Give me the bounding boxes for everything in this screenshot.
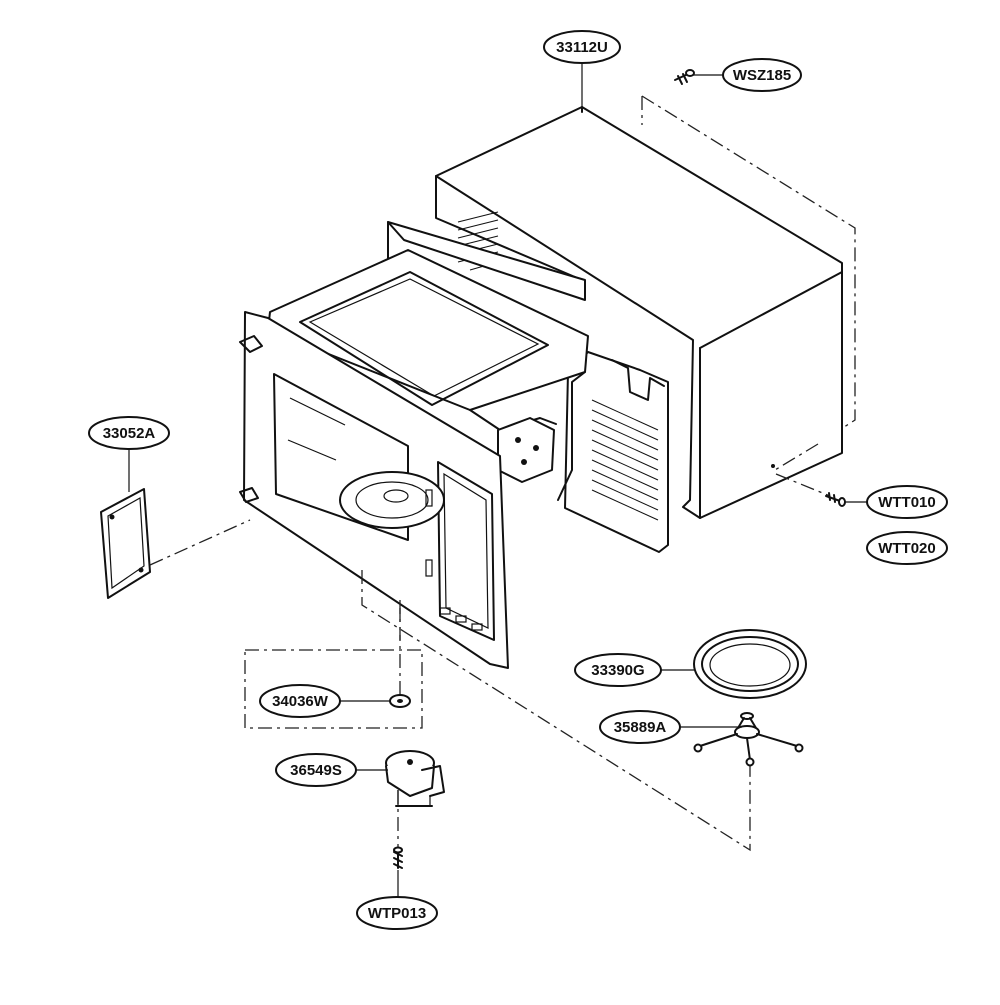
label-text-roller: 35889A — [614, 719, 667, 736]
label-screw-side-a: WTT010 — [866, 485, 948, 519]
label-text-screw-top: WSZ185 — [733, 67, 791, 84]
label-text-screw-side-b: WTT020 — [878, 540, 936, 557]
cavity-back-panel — [387, 221, 586, 301]
inner-turntable — [339, 471, 445, 529]
label-text-screw-side-a: WTT010 — [878, 494, 936, 511]
control-side-panel — [564, 351, 669, 553]
waveguide-cover-part — [100, 488, 151, 599]
label-roller: 35889A — [599, 710, 681, 744]
motor-part — [385, 750, 445, 807]
label-text-motor: 36549S — [290, 762, 342, 779]
label-screw-side-b: WTT020 — [866, 531, 948, 565]
label-coupler: 34036W — [259, 684, 341, 718]
hinge-bottom — [239, 487, 259, 503]
glass-tray-part — [693, 629, 807, 699]
label-cover: 33052A — [88, 416, 170, 450]
roller-ring-part — [693, 712, 804, 767]
label-text-cabinet: 33112U — [556, 39, 608, 56]
side-screw — [825, 492, 846, 507]
control-side-vents — [591, 399, 659, 521]
label-motor: 36549S — [275, 753, 357, 787]
label-text-tray: 33390G — [591, 662, 644, 679]
coupler-part — [389, 694, 411, 708]
label-cabinet: 33112U — [543, 30, 621, 64]
hinge-top — [239, 335, 263, 353]
waveguide-plate — [497, 417, 555, 483]
label-screw-top: WSZ185 — [722, 58, 802, 92]
label-text-coupler: 34036W — [272, 693, 329, 710]
front-frame — [239, 311, 509, 669]
label-text-screw-motor: WTP013 — [368, 905, 426, 922]
motor-screw — [393, 846, 403, 869]
label-tray: 33390G — [574, 653, 662, 687]
top-screw — [674, 69, 695, 85]
label-screw-motor: WTP013 — [356, 896, 438, 930]
leader-lines — [128, 64, 867, 897]
cabinet-screw-hole — [771, 464, 775, 468]
label-text-cover: 33052A — [103, 425, 156, 442]
